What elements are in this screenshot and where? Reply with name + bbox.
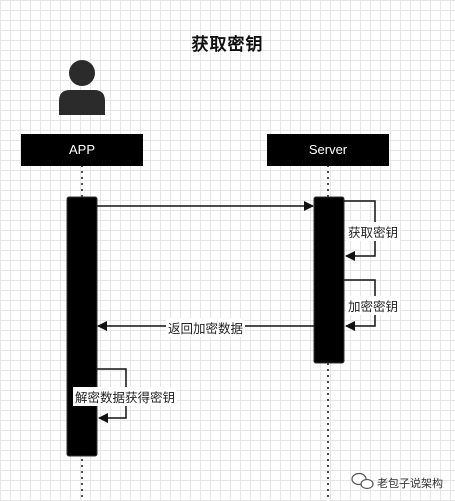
participant-app: APP bbox=[21, 134, 143, 166]
return-data-label: 返回加密数据 bbox=[166, 318, 246, 337]
server-activation bbox=[313, 196, 345, 364]
wechat-icon bbox=[351, 472, 374, 490]
user-icon bbox=[59, 60, 105, 115]
app-activation bbox=[66, 196, 98, 457]
decrypt-label: 解密数据获得密钥 bbox=[73, 387, 178, 406]
participant-server: Server bbox=[267, 134, 389, 166]
get-key-label: 获取密钥 bbox=[346, 222, 401, 241]
watermark-text: 老包子说架构 bbox=[377, 477, 443, 490]
watermark: 老包子说架构 bbox=[377, 475, 443, 491]
encrypt-key-label: 加密密钥 bbox=[346, 296, 401, 315]
diagram-title: 获取密钥 bbox=[191, 35, 264, 54]
